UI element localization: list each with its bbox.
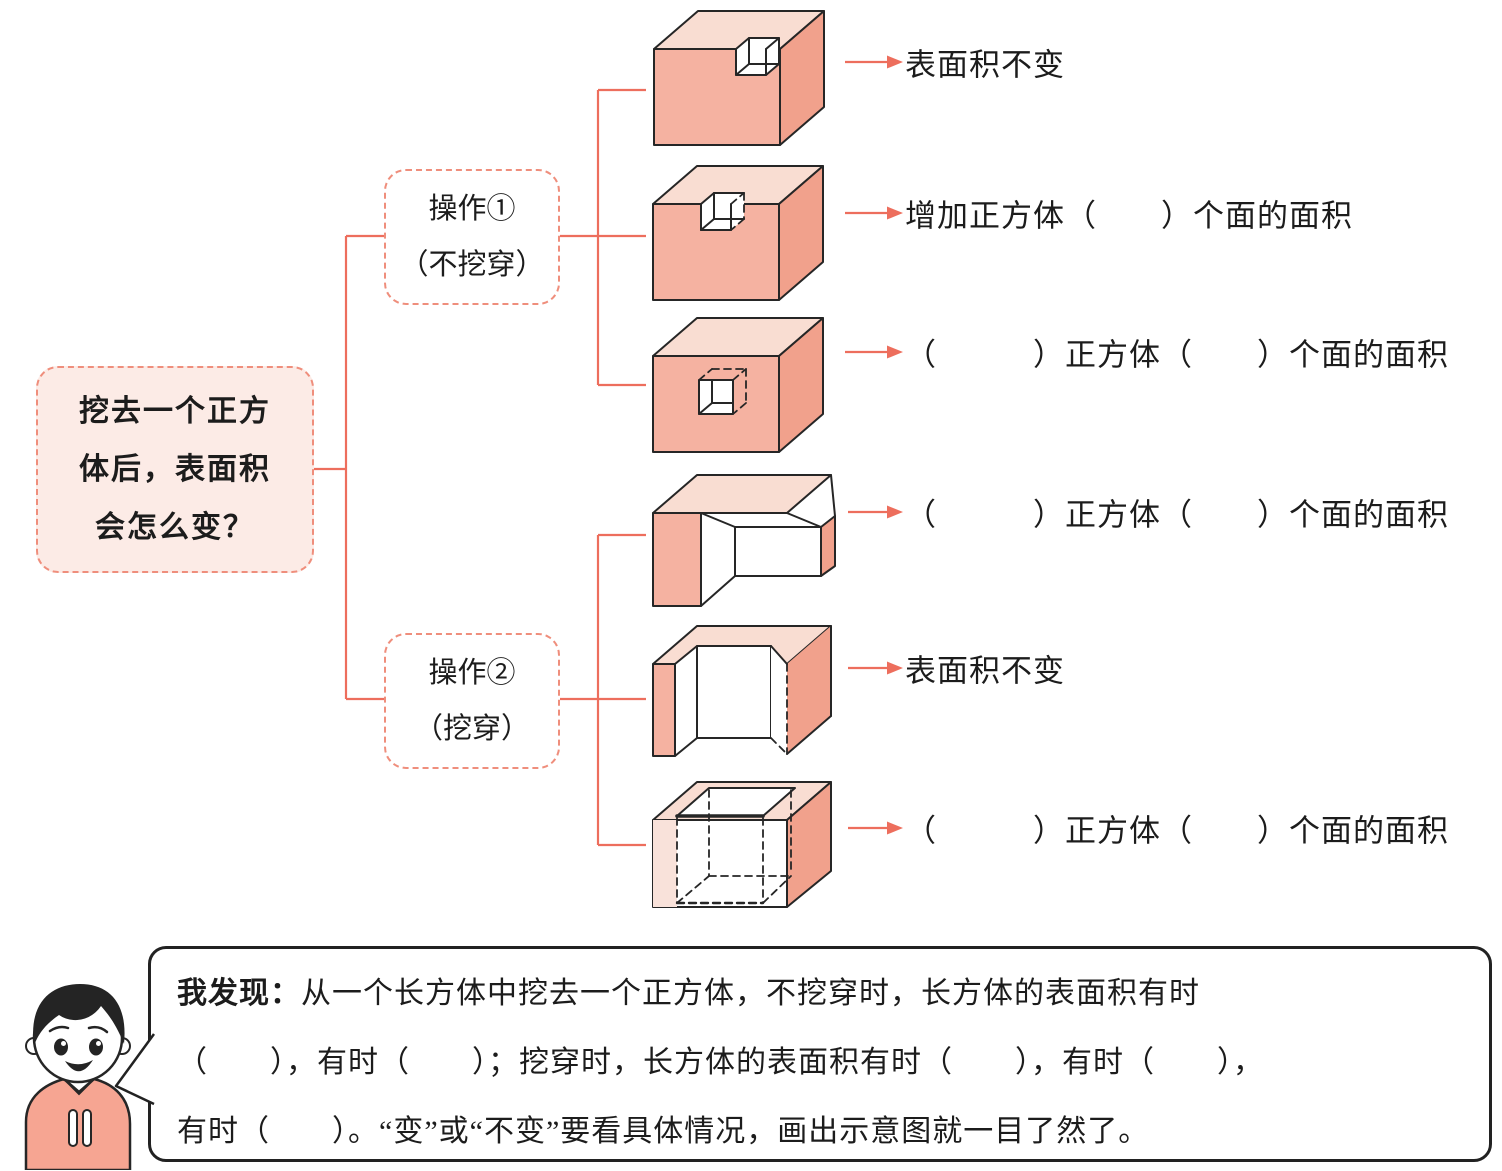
operation-subtitle: （挖穿） bbox=[413, 713, 530, 745]
figure-middle-tunnel-through bbox=[652, 625, 832, 757]
result-label-2: 增加正方体（ ）个面的面积 bbox=[905, 198, 1353, 234]
boy-character bbox=[24, 984, 132, 1170]
result-label-1: 表面积不变 bbox=[905, 47, 1065, 83]
figure-vertical-hole-through bbox=[652, 781, 832, 908]
discovery-line-2: （ ），有时（ ）；挖穿时，长方体的表面积有时（ ），有时（ ）， bbox=[177, 1046, 1264, 1079]
result-label-4: （ ）正方体（ ）个面的面积 bbox=[905, 497, 1449, 533]
question-line: 挖去一个正方 bbox=[79, 395, 271, 428]
question-box: 挖去一个正方 体后，表面积 会怎么变？ bbox=[36, 366, 314, 573]
figure-box-corner-notch bbox=[653, 10, 825, 146]
question-line: 体后，表面积 bbox=[79, 453, 271, 486]
figure-corner-cut-through bbox=[652, 474, 836, 607]
speech-bubble-tail bbox=[114, 1033, 156, 1106]
discovery-prefix: 我发现： bbox=[177, 977, 301, 1010]
operation-2-box: 操作② （挖穿） bbox=[384, 633, 560, 769]
arrowheads bbox=[887, 55, 903, 835]
operation-subtitle: （不挖穿） bbox=[399, 249, 545, 281]
operation-1-box: 操作① （不挖穿） bbox=[384, 169, 560, 305]
result-label-3: （ ）正方体（ ）个面的面积 bbox=[905, 337, 1449, 373]
discovery-line-1: 我发现：从一个长方体中挖去一个正方体，不挖穿时，长方体的表面积有时 bbox=[177, 959, 1463, 1028]
operation-title: 操作① bbox=[428, 193, 516, 225]
result-label-5: 表面积不变 bbox=[905, 653, 1065, 689]
discovery-line-1-text: 从一个长方体中挖去一个正方体，不挖穿时，长方体的表面积有时 bbox=[301, 977, 1200, 1010]
question-line: 会怎么变？ bbox=[95, 511, 255, 544]
discovery-speech-bubble: 我发现：从一个长方体中挖去一个正方体，不挖穿时，长方体的表面积有时 （ ），有时… bbox=[148, 946, 1492, 1162]
figure-box-top-pit bbox=[652, 165, 824, 301]
operation-title: 操作② bbox=[428, 657, 516, 689]
figure-box-front-cavity-dashed bbox=[652, 317, 824, 453]
discovery-line-3: 有时（ ）。“变”或“不变”要看具体情况，画出示意图就一目了然了。 bbox=[177, 1115, 1150, 1148]
result-label-6: （ ）正方体（ ）个面的面积 bbox=[905, 813, 1449, 849]
